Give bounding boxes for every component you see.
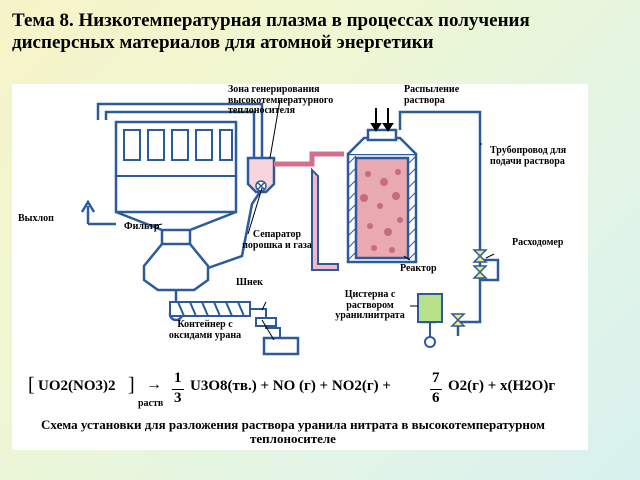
slide-title: Тема 8. Низкотемпературная плазма в проц… bbox=[12, 10, 530, 53]
flowmeter bbox=[472, 249, 488, 279]
label-flowmeter: Расходомер bbox=[512, 237, 564, 248]
formula-products-2: O2(г) + x(H2O)г bbox=[448, 378, 556, 394]
label-pipeline: Трубопровод для подачи раствора bbox=[490, 145, 567, 167]
reaction-equation: [ UO2(NO3)2 ] раств → 1 3 U3O8(тв.) + NO… bbox=[28, 370, 555, 414]
label-container: Контейнер с оксидами урана bbox=[168, 319, 242, 341]
label-exhaust: Выхлоп bbox=[18, 213, 54, 224]
formula-fraction-bar-2 bbox=[430, 389, 442, 390]
formula-bracket: [ bbox=[28, 374, 35, 396]
formula-products: U3O8(тв.) + NO (г) + NO2(г) + bbox=[190, 378, 391, 394]
oxide-container bbox=[262, 336, 300, 356]
label-tank: Цистерна с раствором уранилнитрата bbox=[335, 289, 405, 321]
screw-conveyor bbox=[169, 301, 281, 352]
leader-lines bbox=[153, 99, 495, 341]
label-reactor: Реактор bbox=[400, 263, 437, 274]
label-heat-zone: Зона генерирования высокотемпературного … bbox=[228, 84, 334, 116]
label-screw: Шнек bbox=[236, 277, 263, 288]
diagram-figure: Зона генерирования высокотемпературного … bbox=[12, 84, 588, 450]
separator bbox=[246, 156, 276, 194]
separator-star bbox=[255, 180, 267, 192]
uranyl-tank bbox=[417, 293, 443, 348]
exhaust-stack bbox=[80, 199, 116, 226]
reactor-hatching bbox=[347, 155, 417, 261]
tank-valve bbox=[450, 313, 466, 327]
reactor-bubbles bbox=[360, 169, 403, 253]
reactor-vessel bbox=[346, 128, 418, 264]
filter-bags bbox=[116, 129, 236, 177]
formula-coef1-num: 1 bbox=[174, 370, 182, 386]
diagram-caption: Схема установки для разложения раствора … bbox=[41, 417, 545, 446]
formula-fraction-bar-1 bbox=[172, 389, 184, 390]
gas-line bbox=[274, 151, 344, 167]
formula-coef1-den: 3 bbox=[174, 390, 182, 406]
formula-coef2-num: 7 bbox=[432, 370, 440, 386]
formula-bracket-close: ] bbox=[128, 374, 135, 396]
spray-arrows bbox=[370, 108, 394, 132]
formula-reactant: UO2(NO3)2 bbox=[38, 378, 116, 394]
label-separator: Сепаратор порошка и газа bbox=[242, 229, 312, 251]
diagram-drawing bbox=[80, 99, 500, 356]
label-spray: Распыление раствора bbox=[404, 84, 460, 106]
formula-arrow: → bbox=[146, 376, 162, 393]
hot-gas-pipe bbox=[311, 167, 339, 271]
label-filter: Фильтр bbox=[124, 221, 160, 232]
formula-coef2-den: 6 bbox=[432, 390, 440, 406]
formula-solution-tag: раств bbox=[138, 398, 164, 409]
